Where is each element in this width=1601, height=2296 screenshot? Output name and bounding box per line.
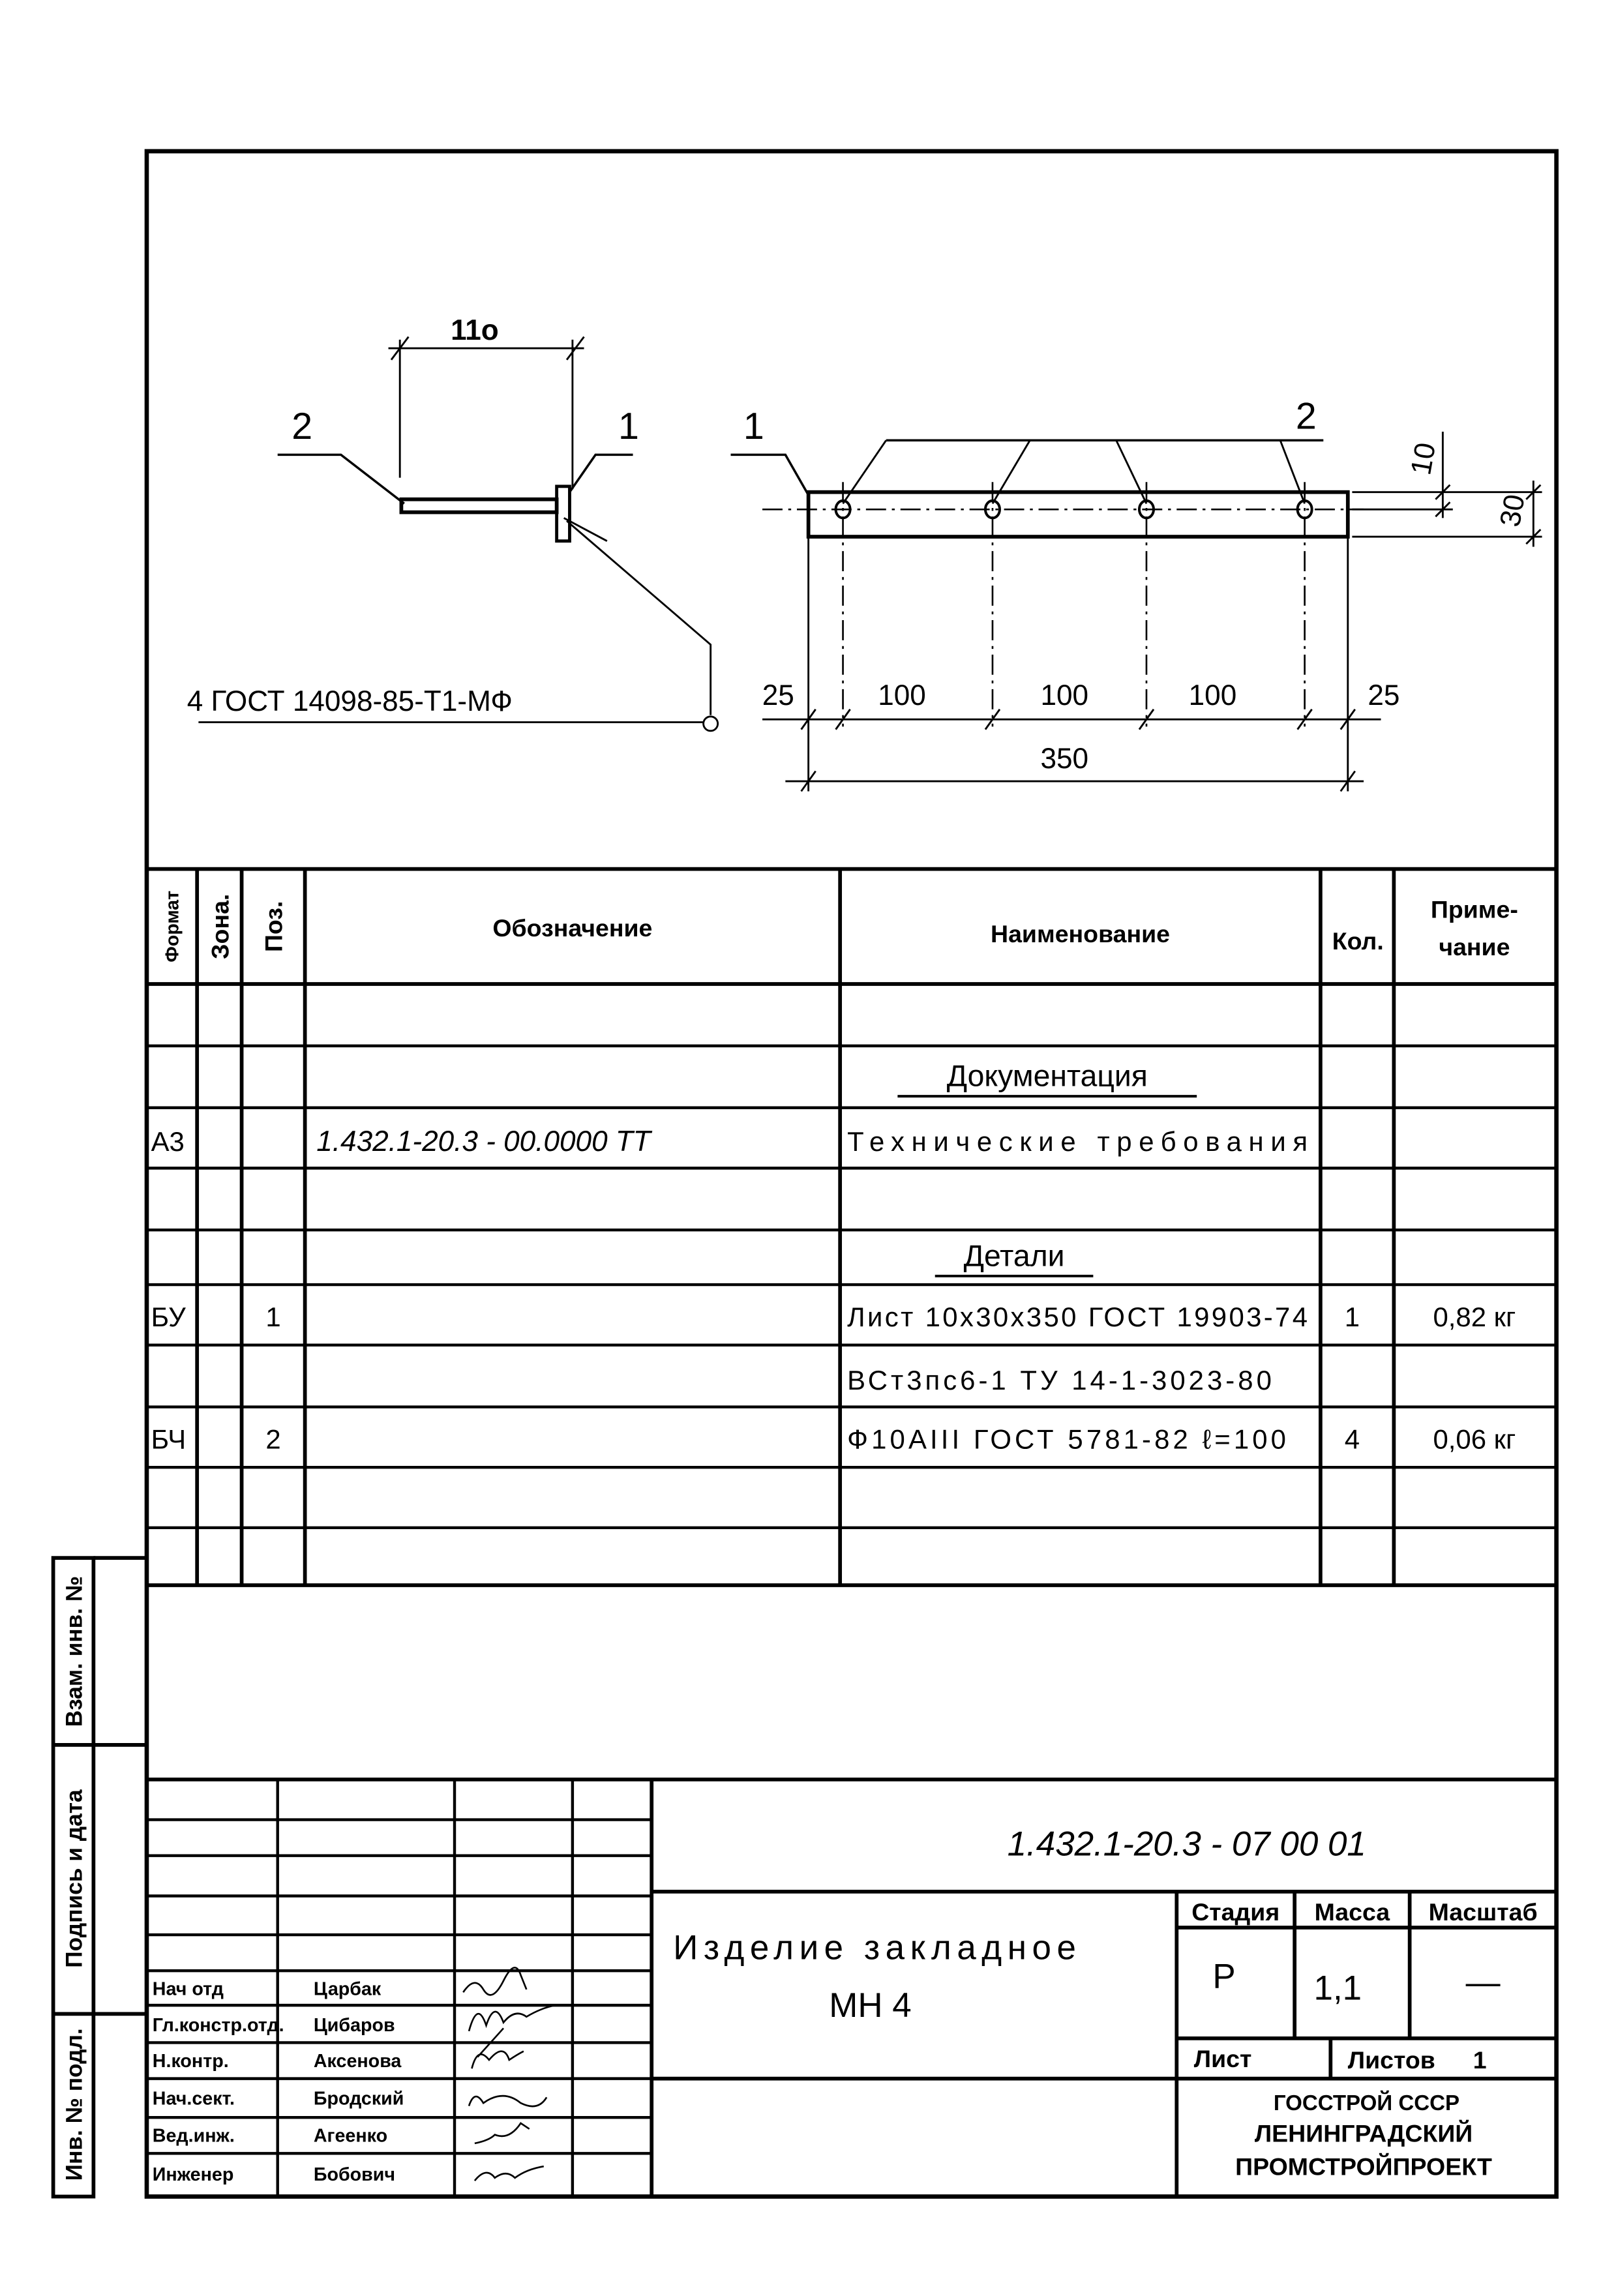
dim-pitch-3: 100 bbox=[1189, 679, 1237, 711]
row-name: Ф10АIII ГОСТ 5781-82 ℓ=100 bbox=[847, 1424, 1286, 1455]
header-designation: Обозначение bbox=[492, 914, 652, 942]
row-qty: 4 bbox=[1345, 1424, 1360, 1455]
section-documentation: Документация bbox=[947, 1059, 1148, 1093]
section-parts: Детали bbox=[964, 1238, 1065, 1272]
scale-label: Масштаб bbox=[1429, 1898, 1538, 1926]
signatory-role: Вед.инж. bbox=[153, 2126, 235, 2147]
callout-rod: 2 bbox=[292, 406, 312, 447]
row-qty: 1 bbox=[1345, 1302, 1360, 1332]
plate-front bbox=[806, 490, 1350, 539]
left-view: 11o 2 1 4 ГОСТ 14098-85-Т1-МФ bbox=[187, 314, 719, 732]
drawing-designation: 1.432.1-20.3 - 07 00 01 bbox=[1008, 1825, 1366, 1864]
header-note-2: чание bbox=[1439, 933, 1510, 961]
header-name: Наименование bbox=[991, 920, 1170, 947]
mass-value: 1,1 bbox=[1314, 1969, 1362, 2007]
signatory-name: Бобович bbox=[314, 2164, 395, 2185]
row-name: Технические требования bbox=[847, 1126, 1308, 1157]
plate-side bbox=[555, 485, 571, 543]
spec-table: Формат Зона. Поз. Обозначение Наименован… bbox=[146, 867, 1557, 1587]
header-zone: Зона. bbox=[207, 894, 234, 959]
row-pos: 1 bbox=[265, 1302, 280, 1332]
signatory-name: Царбак bbox=[314, 1979, 382, 2000]
row-name: ВСт3пс6-1 ТУ 14-1-3023-80 bbox=[847, 1365, 1272, 1395]
sheet-frame bbox=[144, 149, 1559, 2199]
signatories: Нач отд Царбак Гл.констр.отд. Цибаров Н.… bbox=[153, 1979, 404, 2186]
signatory-role: Н.контр. bbox=[153, 2051, 229, 2072]
signatory-role: Нач.сект. bbox=[153, 2088, 235, 2109]
dim-pitch-1: 100 bbox=[878, 679, 926, 711]
row-name: Лист 10х30х350 ГОСТ 19903-74 bbox=[847, 1302, 1308, 1332]
dim-pitch-2: 100 bbox=[1040, 679, 1088, 711]
org-line-1: ГОССТРОЙ СССР bbox=[1274, 2090, 1459, 2115]
row-format: БУ bbox=[151, 1302, 187, 1332]
signatory-name: Агеенко bbox=[314, 2126, 387, 2147]
signatory-name: Цибаров bbox=[314, 2015, 395, 2036]
row-format: БЧ bbox=[151, 1424, 187, 1455]
stage-value: Р bbox=[1212, 1958, 1235, 1996]
dim-length: 11o bbox=[451, 314, 499, 346]
stage-label: Стадия bbox=[1191, 1898, 1279, 1926]
org-line-2: ЛЕНИНГРАДСКИЙ bbox=[1255, 2120, 1473, 2147]
side-sign-date: Подпись и дата bbox=[62, 1789, 87, 1968]
signatory-role: Нач отд bbox=[153, 1979, 224, 2000]
signatory-role: Инженер bbox=[153, 2164, 234, 2185]
callout-plate: 1 bbox=[618, 406, 639, 447]
sheets-label: Листов bbox=[1348, 2046, 1435, 2074]
row-note: 0,82 кг bbox=[1433, 1302, 1516, 1332]
row-designation: 1.432.1-20.3 - 00.0000 ТТ bbox=[316, 1126, 653, 1157]
callout-rods: 2 bbox=[1296, 396, 1317, 438]
signature-scribbles bbox=[462, 1967, 556, 2182]
header-pos: Поз. bbox=[260, 901, 287, 952]
signatory-name: Аксенова bbox=[314, 2051, 402, 2072]
sheet-label: Лист bbox=[1194, 2045, 1252, 2072]
side-strip: Инв. № подл. Подпись и дата Взам. инв. № bbox=[51, 1556, 147, 2199]
mass-label: Масса bbox=[1315, 1898, 1391, 1926]
callout-plate-front: 1 bbox=[743, 406, 764, 447]
dim-total: 350 bbox=[1040, 743, 1088, 775]
signatory-name: Бродский bbox=[314, 2088, 404, 2109]
title-block: 1.432.1-20.3 - 07 00 01 Изделие закладно… bbox=[146, 1777, 1557, 2197]
dim-height: 30 bbox=[1494, 492, 1531, 529]
org-line-3: ПРОМСТРОЙПРОЕКТ bbox=[1235, 2153, 1492, 2180]
row-note: 0,06 кг bbox=[1433, 1424, 1516, 1455]
header-format: Формат bbox=[162, 891, 183, 962]
rod bbox=[399, 497, 559, 514]
right-view: 25 100 100 100 25 350 1 2 10 30 bbox=[730, 396, 1542, 792]
dim-edge-left: 25 bbox=[762, 679, 794, 711]
dim-hole-offset: 10 bbox=[1405, 440, 1442, 477]
scale-value: — bbox=[1466, 1963, 1501, 2001]
product-name: Изделие закладное bbox=[673, 1929, 1076, 1967]
weld-note: 4 ГОСТ 14098-85-Т1-МФ bbox=[187, 685, 513, 717]
dim-edge-right: 25 bbox=[1368, 679, 1399, 711]
header-note-1: Приме- bbox=[1431, 896, 1518, 923]
row-pos: 2 bbox=[265, 1424, 280, 1455]
row-format: А3 bbox=[151, 1126, 185, 1157]
product-mark: МН 4 bbox=[829, 1986, 911, 2025]
side-replace-inv: Взам. инв. № bbox=[62, 1576, 87, 1727]
header-qty: Кол. bbox=[1332, 927, 1384, 955]
sheets-value: 1 bbox=[1473, 2046, 1487, 2074]
side-inv-orig: Инв. № подл. bbox=[62, 2028, 87, 2181]
signatory-role: Гл.констр.отд. bbox=[153, 2015, 284, 2036]
